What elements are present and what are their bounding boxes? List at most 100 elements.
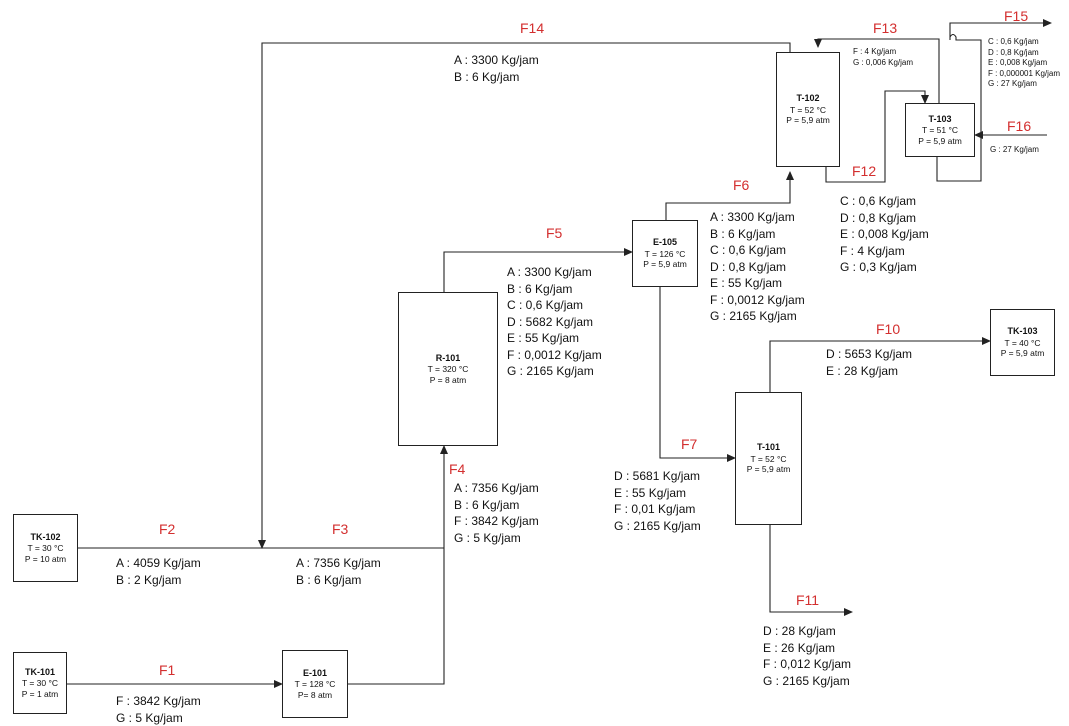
composition-line: F : 4 Kg/jam <box>853 47 913 58</box>
stream-label-f15: F15 <box>1004 8 1028 24</box>
stream-composition-f11: D : 28 Kg/jam E : 26 Kg/jam F : 0,012 Kg… <box>763 623 851 689</box>
composition-line: F : 4 Kg/jam <box>840 243 929 260</box>
composition-line: G : 2165 Kg/jam <box>710 308 805 325</box>
composition-line: G : 27 Kg/jam <box>990 145 1039 156</box>
composition-line: A : 3300 Kg/jam <box>710 209 805 226</box>
unit-r-101: R-101 T = 320 °C P = 8 atm <box>398 292 498 446</box>
composition-line: G : 5 Kg/jam <box>116 710 201 726</box>
composition-line: E : 55 Kg/jam <box>710 275 805 292</box>
unit-temperature: T = 52 °C <box>790 105 826 116</box>
stream-label-f7: F7 <box>681 436 697 452</box>
composition-line: D : 5682 Kg/jam <box>507 314 602 331</box>
composition-line: B : 6 Kg/jam <box>454 69 539 86</box>
stream-composition-f4: A : 7356 Kg/jam B : 6 Kg/jam F : 3842 Kg… <box>454 480 539 546</box>
stream-composition-f6: A : 3300 Kg/jam B : 6 Kg/jam C : 0,6 Kg/… <box>710 209 805 325</box>
composition-line: A : 7356 Kg/jam <box>296 555 381 572</box>
stream-label-f11: F11 <box>796 592 819 608</box>
composition-line: F : 0,0012 Kg/jam <box>507 347 602 364</box>
composition-line: C : 0,6 Kg/jam <box>710 242 805 259</box>
stream-composition-f12: C : 0,6 Kg/jam D : 0,8 Kg/jam E : 0,008 … <box>840 193 929 276</box>
stream-label-f1: F1 <box>159 662 175 678</box>
stream-composition-f14: A : 3300 Kg/jam B : 6 Kg/jam <box>454 52 539 85</box>
stream-label-f2: F2 <box>159 521 175 537</box>
composition-line: A : 7356 Kg/jam <box>454 480 539 497</box>
composition-line: D : 5681 Kg/jam <box>614 468 701 485</box>
unit-e-105: E-105 T = 126 °C P = 5,9 atm <box>632 220 698 287</box>
unit-name: TK-103 <box>1007 326 1037 337</box>
composition-line: A : 4059 Kg/jam <box>116 555 201 572</box>
unit-pressure: P= 8 atm <box>298 690 332 701</box>
composition-line: G : 2165 Kg/jam <box>507 363 602 380</box>
composition-line: G : 0,3 Kg/jam <box>840 259 929 276</box>
unit-name: T-103 <box>928 114 951 125</box>
composition-line: E : 28 Kg/jam <box>826 363 912 380</box>
stream-label-f13: F13 <box>873 20 897 36</box>
stream-label-f14: F14 <box>520 20 544 36</box>
composition-line: D : 28 Kg/jam <box>763 623 851 640</box>
stream-label-f16: F16 <box>1007 118 1031 134</box>
unit-name: E-105 <box>653 237 677 248</box>
composition-line: C : 0,6 Kg/jam <box>507 297 602 314</box>
unit-pressure: P = 5,9 atm <box>643 259 687 270</box>
composition-line: E : 0,008 Kg/jam <box>840 226 929 243</box>
unit-pressure: P = 5,9 atm <box>1001 348 1045 359</box>
composition-line: F : 3842 Kg/jam <box>116 693 201 710</box>
unit-temperature: T = 126 °C <box>645 249 686 260</box>
composition-line: E : 55 Kg/jam <box>507 330 602 347</box>
composition-line: F : 0,0012 Kg/jam <box>710 292 805 309</box>
unit-pressure: P = 5,9 atm <box>918 136 962 147</box>
composition-line: F : 3842 Kg/jam <box>454 513 539 530</box>
composition-line: D : 0,8 Kg/jam <box>988 48 1060 59</box>
composition-line: D : 0,8 Kg/jam <box>840 210 929 227</box>
unit-t-102: T-102 T = 52 °C P = 5,9 atm <box>776 52 840 167</box>
composition-line: B : 6 Kg/jam <box>296 572 381 589</box>
stream-composition-f16: G : 27 Kg/jam <box>990 145 1039 156</box>
composition-line: D : 5653 Kg/jam <box>826 346 912 363</box>
composition-line: C : 0,6 Kg/jam <box>840 193 929 210</box>
stream-label-f4: F4 <box>449 461 465 477</box>
composition-line: A : 3300 Kg/jam <box>454 52 539 69</box>
stream-composition-f1: F : 3842 Kg/jam G : 5 Kg/jam <box>116 693 201 726</box>
stream-label-f12: F12 <box>852 163 876 179</box>
stream-composition-f15: C : 0,6 Kg/jam D : 0,8 Kg/jam E : 0,008 … <box>988 37 1060 90</box>
stream-label-f5: F5 <box>546 225 562 241</box>
unit-pressure: P = 8 atm <box>430 375 466 386</box>
unit-name: TK-102 <box>30 532 60 543</box>
unit-name: T-101 <box>757 442 780 453</box>
unit-tk-101: TK-101 T = 30 °C P = 1 atm <box>13 652 67 714</box>
stream-label-f3: F3 <box>332 521 348 537</box>
stream-composition-f10: D : 5653 Kg/jam E : 28 Kg/jam <box>826 346 912 379</box>
stream-label-f6: F6 <box>733 177 749 193</box>
composition-line: G : 0,006 Kg/jam <box>853 58 913 69</box>
composition-line: D : 0,8 Kg/jam <box>710 259 805 276</box>
composition-line: G : 5 Kg/jam <box>454 530 539 547</box>
stream-composition-f13: F : 4 Kg/jam G : 0,006 Kg/jam <box>853 47 913 68</box>
composition-line: F : 0,012 Kg/jam <box>763 656 851 673</box>
composition-line: A : 3300 Kg/jam <box>507 264 602 281</box>
stream-composition-f5: A : 3300 Kg/jam B : 6 Kg/jam C : 0,6 Kg/… <box>507 264 602 380</box>
composition-line: G : 2165 Kg/jam <box>614 518 701 535</box>
composition-line: B : 6 Kg/jam <box>454 497 539 514</box>
unit-pressure: P = 5,9 atm <box>786 115 830 126</box>
composition-line: F : 0,01 Kg/jam <box>614 501 701 518</box>
unit-temperature: T = 128 °C <box>295 679 336 690</box>
unit-name: TK-101 <box>25 667 55 678</box>
stream-composition-f7: D : 5681 Kg/jam E : 55 Kg/jam F : 0,01 K… <box>614 468 701 534</box>
unit-name: E-101 <box>303 668 327 679</box>
unit-pressure: P = 1 atm <box>22 689 58 700</box>
composition-line: B : 6 Kg/jam <box>507 281 602 298</box>
composition-line: B : 6 Kg/jam <box>710 226 805 243</box>
unit-name: R-101 <box>436 353 461 364</box>
unit-temperature: T = 40 °C <box>1004 338 1040 349</box>
composition-line: F : 0,000001 Kg/jam <box>988 69 1060 80</box>
unit-tk-103: TK-103 T = 40 °C P = 5,9 atm <box>990 309 1055 376</box>
composition-line: E : 26 Kg/jam <box>763 640 851 657</box>
unit-e-101: E-101 T = 128 °C P= 8 atm <box>282 650 348 718</box>
unit-temperature: T = 52 °C <box>750 454 786 465</box>
stream-composition-f2: A : 4059 Kg/jam B : 2 Kg/jam <box>116 555 201 588</box>
unit-temperature: T = 51 °C <box>922 125 958 136</box>
unit-pressure: P = 10 atm <box>25 554 66 565</box>
unit-pressure: P = 5,9 atm <box>747 464 791 475</box>
composition-line: C : 0,6 Kg/jam <box>988 37 1060 48</box>
unit-temperature: T = 320 °C <box>428 364 469 375</box>
